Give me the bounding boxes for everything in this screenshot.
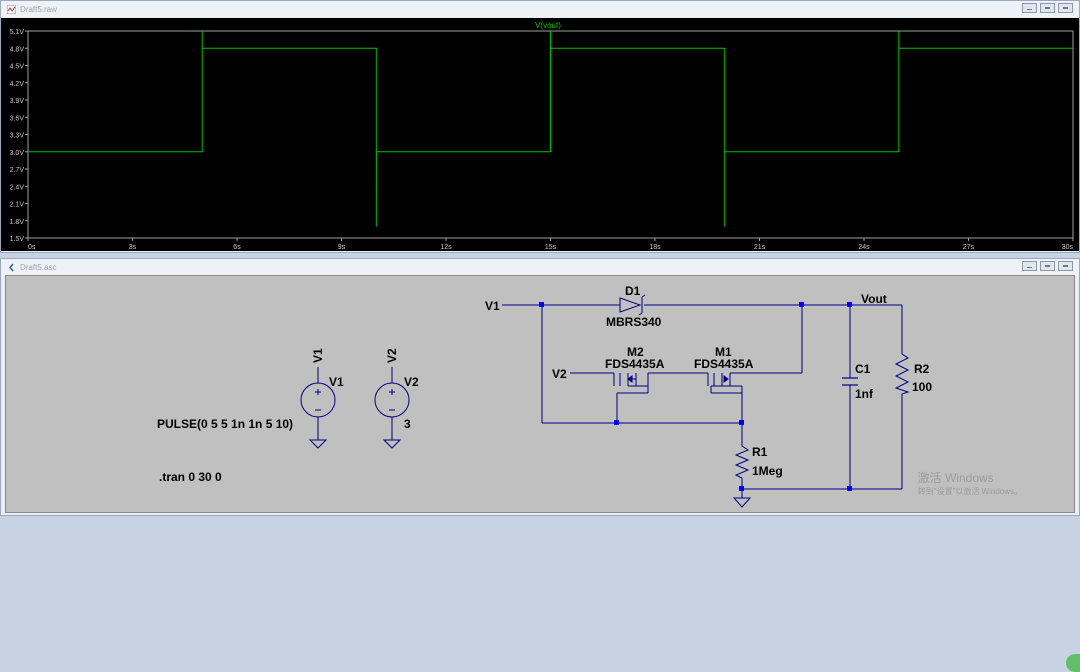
y-tick-label: 2.7V [10,167,25,174]
y-tick-label: 3.9V [10,98,25,105]
waveform-titlebar[interactable]: Draft5.raw [1,1,1079,17]
m1-name[interactable]: M1 [715,345,732,359]
schematic-app-icon [9,263,14,271]
windows-activation-watermark: 激活 Windows 转到"设置"以激活 Windows。 [918,472,1022,498]
schematic-window: Draft5.asc [0,258,1080,672]
tran-directive[interactable]: .tran 0 30 0 [159,470,222,484]
m2-name[interactable]: M2 [627,345,644,359]
schematic-close-button[interactable] [1058,261,1073,271]
y-tick-label: 3.0V [10,150,25,157]
resistor-r2[interactable] [894,350,910,398]
schematic-drawing[interactable]: V1 V2 Vout D1 MBRS340 M2 FDS4435A M1 FDS… [6,276,1074,512]
waveform-window: Draft5.raw V(vout) 1.5V 1.8V 2.1V 2.4V 2.7V 3… [0,0,1080,253]
x-tick-label: 6s [233,244,241,251]
v2-source-name[interactable]: V2 [404,375,419,389]
r1-value[interactable]: 1Meg [752,464,783,478]
x-tick-label: 0s [28,244,36,251]
y-tick-label: 4.8V [10,46,25,53]
diode-d1[interactable] [619,294,646,316]
y-tick-label: 2.4V [10,184,25,191]
c1-name[interactable]: C1 [855,362,871,376]
v2-vertical-label[interactable]: V2 [385,348,399,363]
v2-value[interactable]: 3 [404,417,411,431]
x-tick-label: 21s [754,244,766,251]
x-tick-label: 9s [338,244,346,251]
y-tick-label: 4.2V [10,81,25,88]
restore-button[interactable] [1040,3,1055,13]
watermark-line2: 转到"设置"以激活 Windows。 [917,487,1022,496]
y-tick-label: 2.1V [10,202,25,209]
net-label-vout[interactable]: Vout [861,292,887,306]
v1-source-name[interactable]: V1 [329,375,344,389]
m1-value[interactable]: FDS4435A [694,357,754,371]
r1-name[interactable]: R1 [752,445,768,459]
v1-vertical-label[interactable]: V1 [311,348,325,363]
d1-name[interactable]: D1 [625,284,641,298]
schematic-minimize-button[interactable] [1022,261,1037,271]
schematic-canvas[interactable]: V1 V2 Vout D1 MBRS340 M2 FDS4435A M1 FDS… [5,275,1075,513]
schematic-restore-button[interactable] [1040,261,1055,271]
mosfet-m2[interactable] [613,372,662,387]
r2-name[interactable]: R2 [914,362,930,376]
x-tick-label: 3s [129,244,137,251]
net-label-v1[interactable]: V1 [485,299,500,313]
x-tick-label: 27s [963,244,975,251]
series-line-vout[interactable] [28,30,1073,227]
junctions [539,302,852,491]
plot-series [28,30,1073,227]
side-expand-handle[interactable] [1066,654,1080,672]
x-tick-label: 18s [649,244,661,251]
d1-value[interactable]: MBRS340 [606,315,662,329]
y-tick-label: 1.5V [10,236,25,243]
close-button[interactable] [1058,3,1073,13]
y-tick-label: 4.5V [10,64,25,71]
y-tick-label: 3.3V [10,133,25,140]
schematic-titlebar[interactable]: Draft5.asc [1,259,1079,275]
mosfet-m1[interactable] [707,372,742,387]
capacitor-c1[interactable] [842,377,858,386]
voltage-source-v2[interactable] [374,382,410,449]
waveform-plot[interactable]: V(vout) 1.5V 1.8V 2.1V 2.4V 2.7V 3.0V 3.3V 3.6V… [1,18,1079,251]
waveform-chart[interactable]: V(vout) 1.5V 1.8V 2.1V 2.4V 2.7V 3.0V 3.3V 3.6V… [1,18,1079,251]
r2-value[interactable]: 100 [912,380,932,394]
resistor-r1[interactable] [734,442,750,480]
watermark-line1: 激活 Windows [917,471,994,485]
y-tick-label: 1.8V [10,219,25,226]
net-label-v2[interactable]: V2 [552,367,567,381]
voltage-source-v1[interactable] [300,382,336,449]
c1-value[interactable]: 1nf [855,387,874,401]
waveform-app-icon [7,4,16,14]
y-tick-label: 5.1V [10,29,25,36]
x-tick-label: 30s [1062,244,1074,251]
waveform-window-title: Draft5.raw [20,4,57,14]
trace-label[interactable]: V(vout) [535,21,561,30]
y-tick-label: 3.6V [10,115,25,122]
m2-value[interactable]: FDS4435A [605,357,665,371]
ground-symbol-r1 [732,497,752,508]
minimize-button[interactable] [1022,3,1037,13]
v1-value[interactable]: PULSE(0 5 5 1n 1n 5 10) [157,417,293,431]
plot-ticks: 1.5V 1.8V 2.1V 2.4V 2.7V 3.0V 3.3V 3.6V 3.9V 4.2V… [10,29,1074,251]
x-tick-label: 12s [440,244,452,251]
schematic-window-title: Draft5.asc [20,262,57,272]
wires [317,304,903,498]
x-tick-label: 15s [545,244,557,251]
x-tick-label: 24s [858,244,870,251]
